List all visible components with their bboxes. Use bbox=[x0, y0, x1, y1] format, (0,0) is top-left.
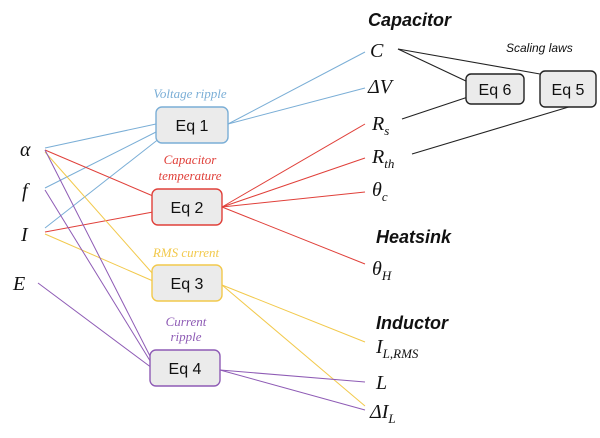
input-i: I bbox=[20, 224, 29, 246]
eq4-caption-line-2: ripple bbox=[170, 329, 201, 344]
eq4-caption-line-1: Current bbox=[166, 314, 207, 329]
output-il-rms-sub: L,RMS bbox=[382, 346, 419, 361]
scaling-laws-label: Scaling laws bbox=[506, 41, 573, 55]
link-i-eq1 bbox=[44, 137, 161, 229]
link-eq1-dv bbox=[227, 87, 366, 125]
input-e: E bbox=[12, 273, 25, 295]
output-theta-c: θc bbox=[372, 179, 388, 204]
eq1-label: Eq 1 bbox=[176, 118, 209, 135]
link-alpha-eq1 bbox=[44, 123, 157, 149]
output-theta-c-base: θ bbox=[372, 179, 382, 201]
link-eq2-rth bbox=[221, 157, 366, 208]
link-f-eq4 bbox=[44, 189, 153, 365]
output-theta-h: θH bbox=[372, 258, 392, 283]
eq3-label: Eq 3 bbox=[171, 276, 204, 293]
output-rs-base: R bbox=[371, 113, 384, 135]
link-alpha-eq4 bbox=[44, 149, 153, 361]
link-c-eq6 bbox=[397, 48, 469, 83]
eq2-label: Eq 2 bbox=[171, 200, 204, 217]
output-rs: Rs bbox=[371, 113, 389, 138]
output-theta-c-sub: c bbox=[382, 189, 388, 204]
link-eq3-dil bbox=[221, 284, 366, 407]
eq6-box[interactable]: Eq 6 bbox=[465, 73, 525, 105]
eq1-caption-line-1: Voltage ripple bbox=[153, 86, 227, 101]
eq3-box[interactable]: Eq 3 bbox=[151, 264, 223, 302]
eq6-label: Eq 6 bbox=[479, 82, 512, 99]
output-theta-h-base: θ bbox=[372, 258, 382, 280]
output-rs-sub: s bbox=[384, 123, 389, 138]
output-rth-sub: th bbox=[384, 156, 394, 171]
link-i-eq2 bbox=[44, 211, 154, 233]
output-l-base: L bbox=[375, 372, 387, 394]
eq4-label: Eq 4 bbox=[169, 361, 202, 378]
heatsink-heading: Heatsink bbox=[376, 227, 452, 247]
link-eq1-c bbox=[227, 51, 366, 125]
output-il-rms: IL,RMS bbox=[375, 336, 419, 361]
link-c-eq5 bbox=[397, 48, 541, 75]
output-rth: Rth bbox=[371, 146, 394, 171]
eq2-caption-line-2: temperature bbox=[158, 168, 221, 183]
input-alpha: α bbox=[20, 139, 31, 161]
output-delta-il-sub: L bbox=[387, 411, 395, 426]
link-eq2-rs bbox=[221, 123, 366, 208]
capacitor-heading: Capacitor bbox=[368, 10, 452, 30]
output-rth-base: R bbox=[371, 146, 384, 168]
inductor-heading: Inductor bbox=[376, 313, 449, 333]
output-delta-v-base: ΔV bbox=[367, 76, 395, 98]
link-eq4-l bbox=[219, 369, 366, 383]
link-f-eq1 bbox=[44, 130, 159, 189]
eq2-box[interactable]: Eq 2 bbox=[151, 188, 223, 226]
output-c-base: C bbox=[370, 40, 384, 62]
connection-lines bbox=[37, 48, 573, 411]
eq1-box[interactable]: Eq 1 bbox=[155, 106, 229, 144]
link-eq5-rth bbox=[411, 105, 573, 155]
link-eq4-dil bbox=[219, 369, 366, 411]
link-eq3-il bbox=[221, 284, 366, 343]
eq2-caption-line-1: Capacitor bbox=[164, 152, 218, 167]
eq3-caption-line-1: RMS current bbox=[152, 245, 220, 260]
link-e-eq4 bbox=[37, 282, 153, 369]
link-alpha-eq3 bbox=[44, 151, 154, 275]
link-eq2-thc bbox=[221, 191, 366, 208]
link-alpha-eq2 bbox=[44, 149, 154, 197]
link-eq2-thh bbox=[221, 206, 366, 265]
eq5-box[interactable]: Eq 5 bbox=[539, 70, 597, 108]
link-eq6-rs bbox=[401, 96, 469, 120]
output-c: C bbox=[370, 40, 384, 62]
output-delta-v: ΔV bbox=[367, 76, 395, 98]
output-il-rms-base: I bbox=[375, 336, 384, 358]
output-theta-h-sub: H bbox=[381, 268, 392, 283]
input-f: f bbox=[22, 180, 30, 202]
output-delta-il: ΔIL bbox=[369, 401, 396, 426]
output-delta-il-base: ΔI bbox=[369, 401, 390, 423]
eq5-label: Eq 5 bbox=[552, 82, 585, 99]
eq4-box[interactable]: Eq 4 bbox=[149, 349, 221, 387]
output-l: L bbox=[375, 372, 387, 394]
link-i-eq3 bbox=[44, 233, 154, 282]
